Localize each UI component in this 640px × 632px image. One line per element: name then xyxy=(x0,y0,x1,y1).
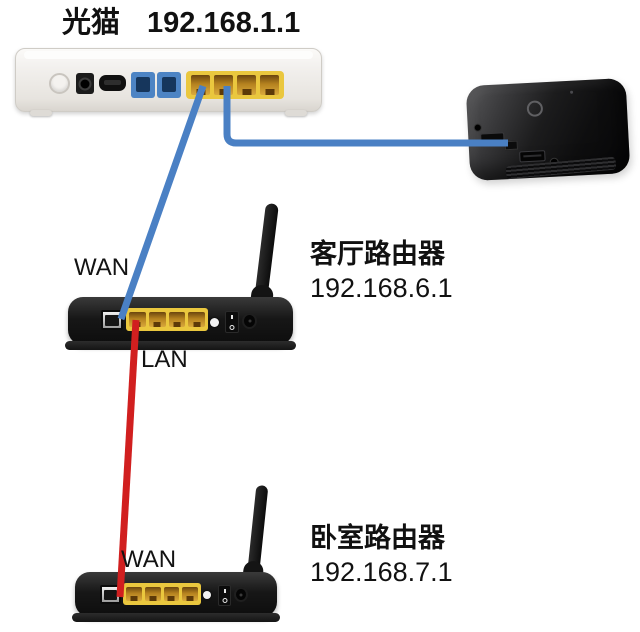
phone-port-icon xyxy=(131,72,155,98)
modem-power-jack-icon xyxy=(76,73,94,94)
power-jack-icon xyxy=(242,313,257,329)
router-body xyxy=(75,572,277,617)
wan-port-icon xyxy=(100,585,121,604)
lan-port-icon xyxy=(182,587,198,601)
router-body xyxy=(68,297,293,345)
living-room-router-name: 客厅路由器 xyxy=(310,239,445,269)
bedroom-router-name: 卧室路由器 xyxy=(310,523,445,553)
power-switch-icon xyxy=(218,585,231,606)
modem-name-label: 光猫 xyxy=(62,7,121,39)
bedroom-router xyxy=(72,484,285,625)
modem-foot xyxy=(285,110,307,116)
set-top-box xyxy=(465,77,631,182)
router-base xyxy=(65,341,296,350)
set-top-box-led-icon xyxy=(570,90,574,94)
modem-lan-port-panel xyxy=(186,71,284,99)
lan-port-panel xyxy=(123,583,201,605)
living-room-lan-label: LAN xyxy=(141,346,188,373)
lan-port-icon xyxy=(126,587,142,601)
lan-port-icon xyxy=(260,75,279,95)
bedroom-router-caption: 卧室路由器 192.168.7.1 xyxy=(310,521,453,589)
lan-port-icon xyxy=(237,75,256,95)
hdmi-port-icon xyxy=(480,132,505,144)
living-room-wan-label: WAN xyxy=(74,254,130,281)
phone-port-icon xyxy=(157,72,181,98)
ethernet-port-icon xyxy=(504,140,519,151)
optical-modem xyxy=(15,48,322,116)
av-jack-icon xyxy=(473,123,483,132)
set-top-box-logo-ring-icon xyxy=(526,100,544,118)
power-jack-icon xyxy=(234,587,248,602)
living-room-router-caption: 客厅路由器 192.168.6.1 xyxy=(310,237,453,305)
lan-port-panel xyxy=(126,308,208,331)
bedroom-router-ip: 192.168.7.1 xyxy=(310,557,453,587)
lan-port-icon xyxy=(191,75,210,95)
modem-title: 光猫 192.168.1.1 xyxy=(62,6,300,40)
modem-power-button-icon xyxy=(49,73,70,94)
modem-phone-ports xyxy=(131,72,181,98)
lan-port-icon xyxy=(188,312,205,327)
wps-button-icon xyxy=(203,591,211,599)
lan-port-icon xyxy=(163,587,180,601)
modem-top-face xyxy=(24,51,313,59)
modem-foot xyxy=(30,110,52,116)
lan-port-icon xyxy=(144,587,161,601)
wan-port-icon xyxy=(101,310,123,330)
living-room-router-ip: 192.168.6.1 xyxy=(310,273,453,303)
usb-port-icon xyxy=(519,150,546,163)
bedroom-wan-label: WAN xyxy=(121,546,177,573)
wps-button-icon xyxy=(210,318,219,327)
lan-port-icon xyxy=(214,75,233,95)
lan-port-icon xyxy=(148,312,166,327)
lan-port-icon xyxy=(168,312,186,327)
power-switch-icon xyxy=(225,311,239,333)
modem-usb-port-icon xyxy=(99,75,126,91)
modem-ip-label: 192.168.1.1 xyxy=(147,7,301,39)
lan-port-icon xyxy=(129,312,146,327)
router-base xyxy=(72,613,280,622)
